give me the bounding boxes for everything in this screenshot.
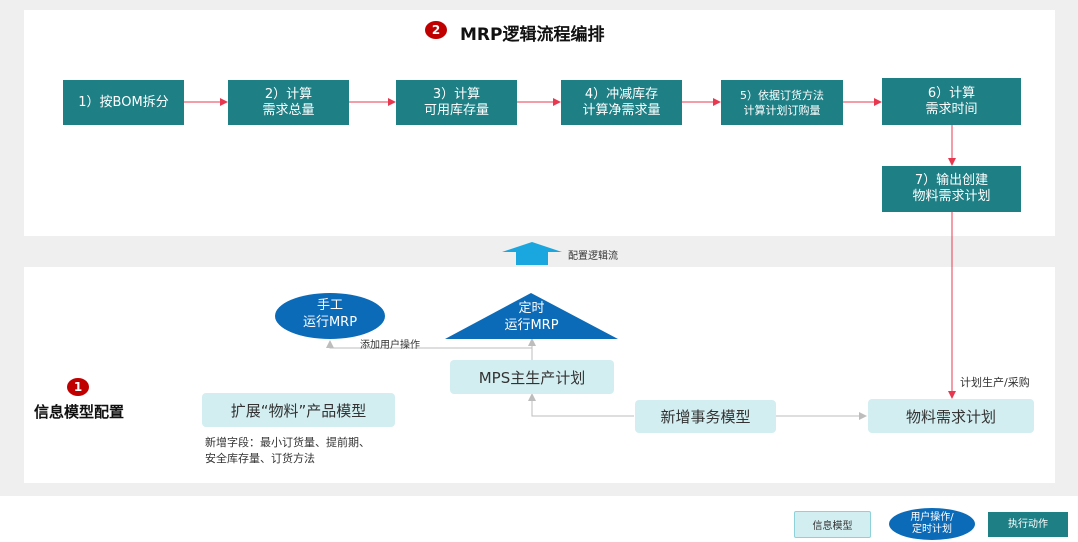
manual-run-shape — [275, 293, 385, 339]
step-2-box: 2）计算 需求总量 — [228, 80, 349, 125]
extend-material-box: 扩展“物料”产品模型 — [202, 393, 395, 427]
top-title: MRP逻辑流程编排 — [460, 25, 605, 45]
arrow-user-op — [326, 340, 532, 349]
timed-run-text: 定时 运行MRP — [444, 300, 619, 334]
step-4-line2: 计算净需求量 — [582, 102, 661, 118]
legend-user-op-text: 用户操作/ 定时计划 — [888, 512, 976, 536]
manual-run-line2: 运行MRP — [302, 315, 358, 330]
step-7-line2: 物料需求计划 — [912, 189, 991, 204]
step-4-line1: 4）冲减库存 — [584, 86, 659, 102]
step-badge-2: 2 — [425, 21, 447, 39]
mps-box: MPS主生产计划 — [450, 360, 614, 394]
legend-user-op-line2: 定时计划 — [912, 524, 952, 535]
step-7-box: 7）输出创建 物料需求计划 — [882, 166, 1021, 212]
legend-info-model: 信息模型 — [794, 511, 871, 538]
add-user-op-label: 添加用户操作 — [360, 340, 420, 351]
legend-user-op-line1: 用户操作/ — [910, 512, 954, 523]
step-3-line2: 可用库存量 — [423, 102, 489, 118]
timed-run-shape — [445, 293, 618, 339]
new-transaction-box: 新增事务模型 — [635, 400, 776, 433]
step-5-line2: 计算计划订购量 — [743, 103, 821, 117]
legend-user-op-shape — [889, 508, 975, 540]
step-6-line1: 6）计算 — [927, 85, 976, 101]
step-3-line1: 3）计算 — [432, 86, 481, 102]
step-6-box: 6）计算 需求时间 — [882, 78, 1021, 125]
new-fields-line2: 安全库存量、订货方法 — [205, 452, 315, 465]
manual-run-line1: 手工 — [316, 298, 343, 313]
new-fields-line1: 新增字段：最小订货量、提前期、 — [205, 436, 370, 449]
step-7-line1: 7）输出创建 — [914, 173, 989, 188]
timed-run-line1: 定时 — [518, 301, 545, 316]
arrow-transaction-mps — [528, 393, 634, 417]
timed-run-line2: 运行MRP — [504, 318, 559, 333]
legend-exec-action: 执行动作 — [988, 512, 1068, 537]
step-1-box: 1）按BOM拆分 — [63, 80, 184, 125]
plan-label: 计划生产/采购 — [960, 376, 1030, 389]
manual-run-text: 手工 运行MRP — [274, 297, 386, 331]
step-6-line2: 需求时间 — [925, 101, 978, 117]
config-flow-label: 配置逻辑流 — [568, 251, 618, 262]
step-4-box: 4）冲减库存 计算净需求量 — [561, 80, 682, 125]
step-5-box: 5）依据订货方法 计算计划订购量 — [721, 80, 843, 125]
config-flow-arrow — [502, 242, 562, 265]
step-2-line2: 需求总量 — [262, 102, 315, 118]
step-5-line1: 5）依据订货方法 — [740, 88, 824, 102]
step-1-line1: 1）按BOM拆分 — [78, 94, 169, 110]
step-3-box: 3）计算 可用库存量 — [396, 80, 517, 125]
step-badge-1: 1 — [67, 378, 89, 396]
mrp-box: 物料需求计划 — [868, 399, 1034, 433]
bottom-title: 信息模型配置 — [34, 403, 125, 421]
step-2-line1: 2）计算 — [264, 86, 313, 102]
